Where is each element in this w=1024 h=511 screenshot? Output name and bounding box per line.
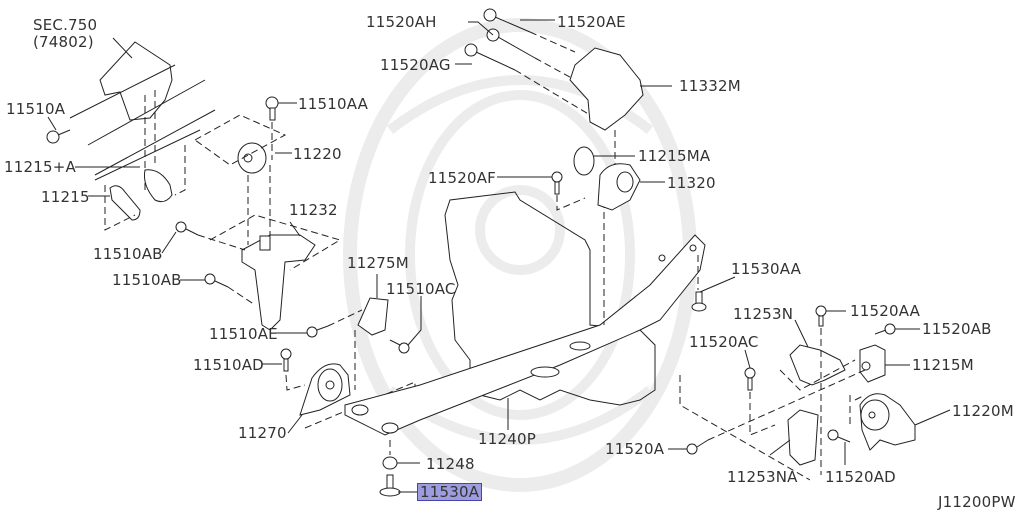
bolt-11520AA — [815, 305, 846, 475]
bolt-11520AF — [497, 171, 586, 211]
part-11220M — [849, 393, 951, 451]
part-11220 — [194, 114, 292, 245]
part-11240P — [344, 190, 706, 436]
label-11520AH[interactable]: 11520AH — [366, 13, 437, 31]
bolt-11520AC — [744, 349, 776, 436]
figure-code: J11200PW — [938, 493, 1016, 511]
bolt-11520AG — [455, 43, 591, 116]
engine-block-outline — [444, 191, 656, 406]
bolt-11520AH — [468, 21, 591, 89]
part-11253NA — [769, 409, 819, 466]
part-11253N — [779, 319, 856, 391]
bolt-11510AB-1 — [161, 221, 246, 254]
label-11253NA[interactable]: 11253NA — [727, 468, 798, 486]
label-11232[interactable]: 11232 — [289, 201, 338, 219]
bolt-11520A — [668, 369, 866, 481]
label-11220[interactable]: 11220 — [293, 145, 342, 163]
part-11275M — [354, 274, 389, 390]
label-11520AD[interactable]: 11520AD — [825, 468, 896, 486]
label-11510AE[interactable]: 11510AE — [209, 325, 278, 343]
part-11215 — [109, 185, 141, 221]
bolt-11510AA — [265, 96, 297, 160]
label-11520AE[interactable]: 11520AE — [557, 13, 626, 31]
label-11510AC[interactable]: 11510AC — [386, 280, 456, 298]
label-11530AA[interactable]: 11530AA — [731, 260, 802, 278]
label-sec750: SEC.750 — [33, 16, 98, 34]
label-11520AF[interactable]: 11520AF — [428, 169, 497, 187]
bolt-11520AE — [483, 8, 576, 53]
label-11215A[interactable]: 11215+A — [4, 158, 76, 176]
part-11248-nut — [382, 440, 420, 470]
part-11232 — [209, 214, 342, 331]
label-11520AG[interactable]: 11520AG — [380, 56, 451, 74]
bolt-11510AB-2 — [180, 273, 256, 306]
label-11520AA[interactable]: 11520AA — [850, 302, 921, 320]
label-11530A-highlighted[interactable]: 11530A — [417, 483, 483, 501]
label-11332M[interactable]: 11332M — [679, 77, 741, 95]
part-11215A — [144, 169, 173, 203]
bolt-11520AB — [874, 323, 920, 335]
bolt-11510AC — [389, 296, 422, 354]
part-11332M — [569, 47, 672, 165]
label-11510AB-1[interactable]: 11510AB — [93, 245, 163, 263]
part-11320 — [597, 163, 665, 211]
label-11520AC[interactable]: 11520AC — [689, 333, 759, 351]
label-11510A[interactable]: 11510A — [6, 100, 66, 118]
label-11253N[interactable]: 11253N — [733, 305, 794, 323]
label-11520A[interactable]: 11520A — [605, 440, 665, 458]
label-11215M[interactable]: 11215M — [912, 356, 974, 374]
bolt-11510A — [46, 116, 71, 144]
label-11510AB-2[interactable]: 11510AB — [112, 271, 182, 289]
body-panel-sec750 — [69, 37, 216, 196]
part-11215MA — [573, 146, 635, 176]
label-11320[interactable]: 11320 — [667, 174, 716, 192]
label-11275M[interactable]: 11275M — [347, 254, 409, 272]
label-11270[interactable]: 11270 — [238, 424, 287, 442]
label-11520AB[interactable]: 11520AB — [922, 320, 992, 338]
bolt-11510AD — [262, 348, 306, 391]
label-11248[interactable]: 11248 — [426, 455, 475, 473]
part-11215M — [859, 344, 910, 383]
label-11220M[interactable]: 11220M — [952, 402, 1014, 420]
part-11270 — [287, 363, 416, 434]
bolt-11530A — [379, 474, 418, 497]
label-11215MA[interactable]: 11215MA — [638, 147, 711, 165]
bolt-11530AA — [691, 276, 736, 312]
label-sec750-sub: (74802) — [33, 33, 94, 51]
bolt-11520AD — [827, 429, 851, 465]
label-11215[interactable]: 11215 — [41, 188, 90, 206]
label-11510AA[interactable]: 11510AA — [298, 95, 369, 113]
label-11510AD[interactable]: 11510AD — [193, 356, 264, 374]
bolt-11510AE — [276, 309, 363, 338]
label-11240P[interactable]: 11240P — [478, 430, 536, 448]
